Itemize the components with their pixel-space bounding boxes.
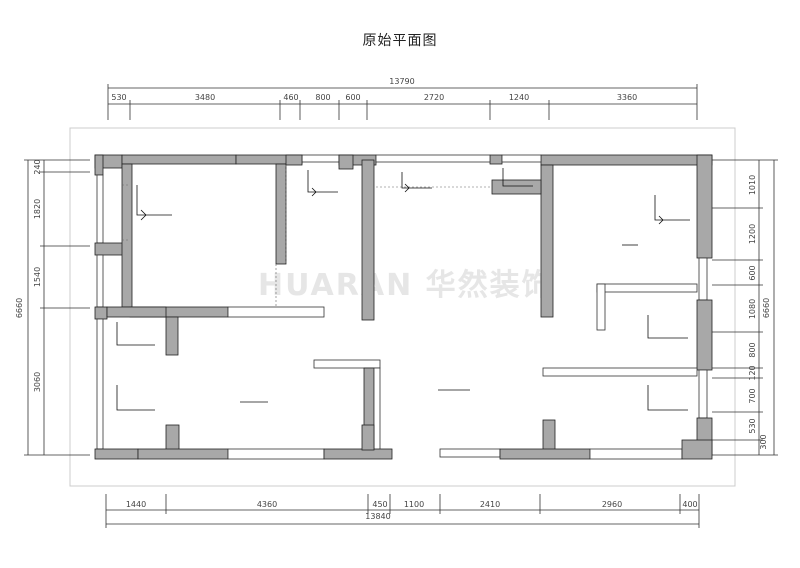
wall-segment xyxy=(696,299,713,371)
dim-top-7: 1240 xyxy=(509,93,529,102)
dim-right-8: 530 xyxy=(748,418,757,433)
wall-segment xyxy=(540,154,713,166)
dim-top-total: 13790 xyxy=(389,77,414,86)
dim-left-2: 1820 xyxy=(33,199,42,219)
window-segment xyxy=(698,369,708,419)
dim-right-3: 600 xyxy=(748,265,757,280)
wall-segment xyxy=(94,306,108,320)
dim-right-4: 1080 xyxy=(748,299,757,319)
dim-top-5: 600 xyxy=(345,93,360,102)
dim-top-8: 3360 xyxy=(617,93,637,102)
wall-segment xyxy=(94,448,139,460)
wall-segment xyxy=(542,419,556,451)
window-segment xyxy=(373,367,381,451)
window-segment xyxy=(439,448,501,458)
window-segment xyxy=(501,154,542,163)
dim-right-1: 1010 xyxy=(748,175,757,195)
wall-segment xyxy=(165,424,180,451)
window-segment xyxy=(96,174,104,244)
dim-bottom-1: 1440 xyxy=(126,500,146,509)
wall-segment xyxy=(94,154,104,176)
top-dimension-chain: 13790 530 3480 460 800 600 2720 1240 336… xyxy=(107,77,698,120)
dim-right-5: 800 xyxy=(748,342,757,357)
elevation-markers xyxy=(116,168,690,411)
wall-segment xyxy=(361,424,375,451)
door-openings xyxy=(122,165,490,307)
window-segment xyxy=(596,283,606,331)
dim-bottom-6: 2960 xyxy=(602,500,622,509)
dim-top-3: 460 xyxy=(283,93,298,102)
window-segment xyxy=(542,367,698,377)
dim-left-4: 3060 xyxy=(33,372,42,392)
dim-right-6: 120 xyxy=(748,365,757,380)
wall-segment xyxy=(165,316,179,356)
window-segment xyxy=(301,154,340,163)
wall-segment xyxy=(681,439,713,460)
drawing-frame xyxy=(69,127,736,487)
wall-segment xyxy=(275,163,287,265)
wall-segment xyxy=(499,448,591,460)
wall-segment xyxy=(106,306,167,318)
dim-left-1: 240 xyxy=(33,159,42,174)
wall-segment xyxy=(121,163,133,308)
bottom-dimension-chain: 1440 4360 450 1100 2410 2960 400 13840 xyxy=(105,494,700,528)
dim-left-3: 1540 xyxy=(33,267,42,287)
wall-segment xyxy=(121,154,237,165)
window-segment xyxy=(375,154,491,163)
dim-bottom-2: 4360 xyxy=(257,500,277,509)
window-segment xyxy=(227,448,325,460)
walls xyxy=(94,154,713,460)
dim-top-4: 800 xyxy=(315,93,330,102)
window-segment xyxy=(596,283,698,293)
dim-right-2: 1200 xyxy=(748,224,757,244)
dim-bottom-7: 400 xyxy=(682,500,697,509)
dim-top-6: 2720 xyxy=(424,93,444,102)
wall-segment xyxy=(323,448,393,460)
window-segment xyxy=(698,257,708,301)
wall-segment xyxy=(491,179,542,195)
dim-bottom-5: 2410 xyxy=(480,500,500,509)
window-segment xyxy=(313,359,381,369)
dim-bottom-3: 450 xyxy=(372,500,387,509)
wall-segment xyxy=(285,154,303,166)
wall-segment xyxy=(540,164,554,318)
wall-segment xyxy=(338,154,354,170)
left-dimension-chain: 6660 240 1820 1540 3060 xyxy=(15,159,90,456)
window-segment xyxy=(227,306,325,318)
dim-right-9: 300 xyxy=(759,434,768,449)
dim-right-7: 700 xyxy=(748,388,757,403)
window-segment xyxy=(96,318,104,450)
dim-top-2: 3480 xyxy=(195,93,215,102)
dim-bottom-total: 13840 xyxy=(365,512,390,521)
wall-segment xyxy=(696,154,713,259)
dim-bottom-4: 1100 xyxy=(404,500,424,509)
plan-title: 原始平面图 xyxy=(362,33,438,49)
dim-top-1: 530 xyxy=(111,93,126,102)
window-segment xyxy=(589,448,683,460)
watermark: HUARAN 华然装饰 xyxy=(258,268,554,303)
wall-segment xyxy=(361,159,375,321)
dim-right-total: 6660 xyxy=(762,298,771,318)
wall-segment xyxy=(489,154,503,165)
dim-left-total: 6660 xyxy=(15,298,24,318)
wall-segment xyxy=(137,448,229,460)
right-dimension-chain: 6660 1010 1200 600 1080 800 120 700 530 … xyxy=(712,159,778,456)
window-segment xyxy=(96,254,104,308)
